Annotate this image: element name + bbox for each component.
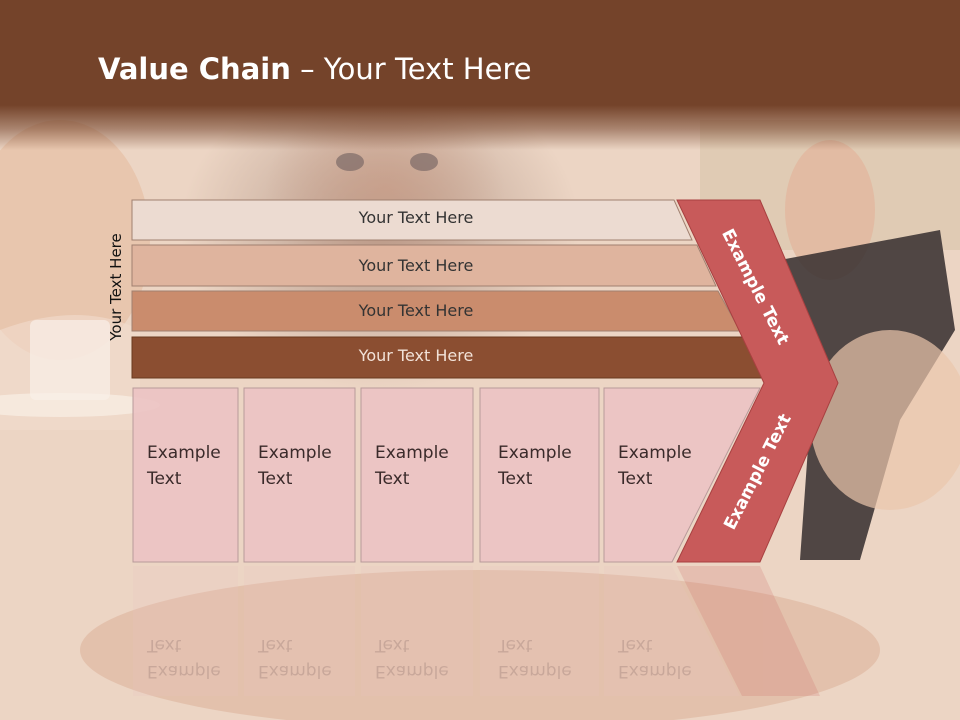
slide-title: Value Chain – Your Text Here [98, 52, 532, 86]
slide-title-strong: Value Chain [98, 52, 291, 86]
box-shape-2 [243, 387, 356, 563]
band-label-4: Your Text Here [358, 346, 474, 365]
slide-title-rest: – Your Text Here [290, 52, 532, 86]
band-label-1: Your Text Here [358, 208, 474, 227]
band-label-2: Your Text Here [358, 256, 474, 275]
chevron-arrow [676, 199, 839, 563]
box-shape-5 [603, 387, 761, 563]
box-shape-3 [360, 387, 474, 563]
box-shape-4 [479, 387, 600, 563]
band-shape-2 [131, 244, 717, 287]
title-bar [0, 0, 960, 150]
box-shape-1 [132, 387, 239, 563]
band-shape-1 [131, 199, 693, 241]
band-label-3: Your Text Here [358, 301, 474, 320]
reflection-shapes [133, 566, 820, 696]
